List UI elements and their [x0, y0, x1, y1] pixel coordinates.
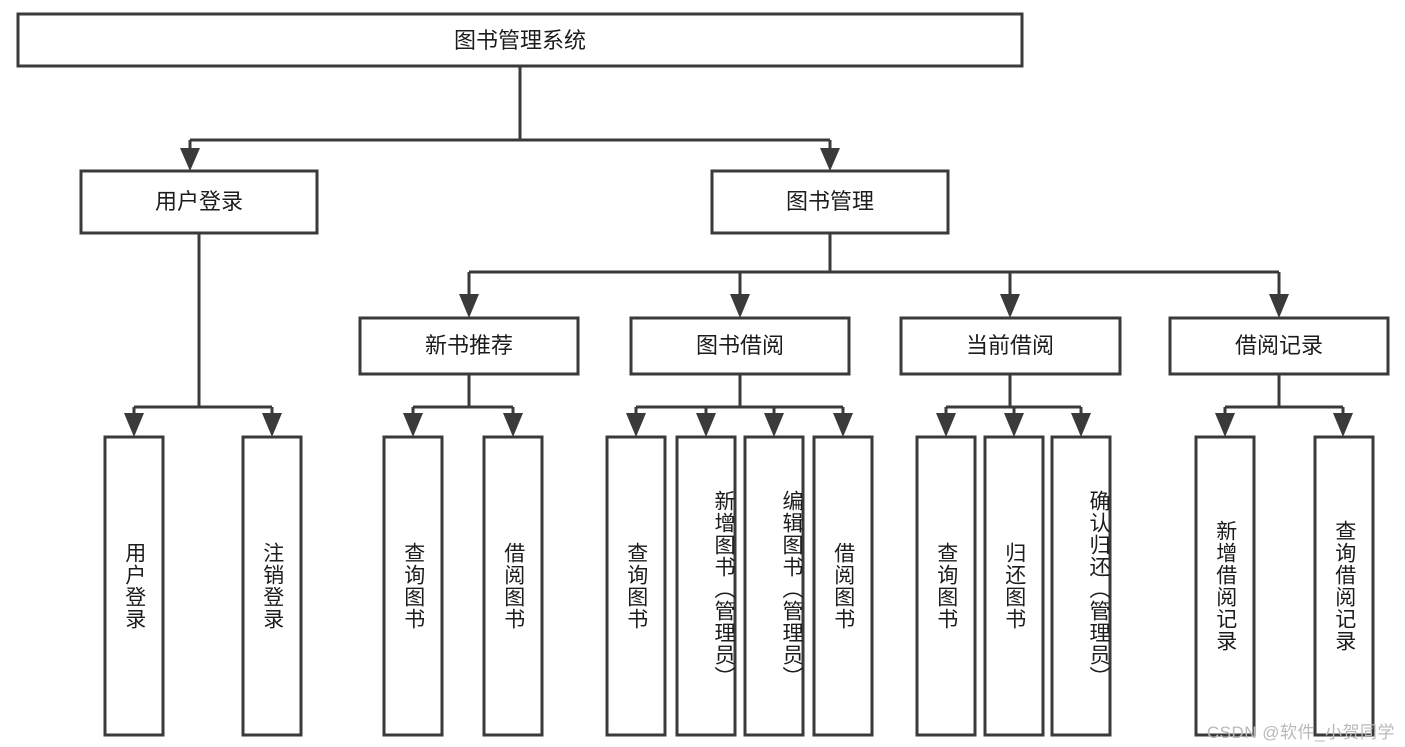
leaf-box[interactable] — [103, 435, 165, 737]
borrow-record-label: 借阅记录 — [1235, 333, 1323, 358]
arrowhead-icon — [180, 148, 200, 171]
arrowhead-icon — [503, 413, 523, 437]
arrowhead-icon — [833, 413, 853, 437]
arrowhead-icon — [1269, 294, 1289, 318]
arrowhead-icon — [936, 413, 956, 437]
leaf-box[interactable] — [1313, 435, 1375, 737]
arrowhead-icon — [626, 413, 646, 437]
node-borrow-record[interactable]: 借阅记录 — [1168, 316, 1390, 376]
leaf-box[interactable] — [241, 435, 303, 737]
node-book-management[interactable]: 图书管理 — [710, 169, 950, 235]
root-label: 图书管理系统 — [454, 28, 586, 53]
leaf-box[interactable] — [983, 435, 1045, 737]
leaf-box[interactable] — [1194, 435, 1256, 737]
arrowhead-icon — [403, 413, 423, 437]
arrowhead-icon — [459, 294, 479, 318]
arrowhead-icon — [730, 294, 750, 318]
connector-root-to-level2 — [180, 66, 840, 171]
leaf-box[interactable] — [382, 435, 444, 737]
node-book-borrow[interactable]: 图书借阅 — [629, 316, 851, 376]
node-root[interactable]: 图书管理系统 — [16, 12, 1024, 68]
leaf-box[interactable] — [812, 435, 874, 737]
connector-current-borrow-to-leaves — [936, 374, 1091, 437]
arrowhead-icon — [1071, 413, 1091, 437]
new-book-recommend-label: 新书推荐 — [425, 333, 513, 358]
user-login-box — [79, 169, 319, 235]
leaf-box[interactable] — [675, 435, 737, 737]
arrowhead-icon — [1000, 294, 1020, 318]
arrowhead-icon — [764, 413, 784, 437]
connector-user-login-to-leaves — [124, 233, 282, 437]
arrowhead-icon — [696, 413, 716, 437]
connector-new-book-recommend-to-leaves — [403, 374, 523, 437]
node-current-borrow[interactable]: 当前借阅 — [899, 316, 1122, 376]
current-borrow-box — [899, 316, 1122, 376]
arrowhead-icon — [1215, 413, 1235, 437]
current-borrow-label: 当前借阅 — [966, 333, 1054, 358]
user-login-label: 用户登录 — [155, 189, 243, 214]
arrowhead-icon — [124, 413, 144, 437]
book-management-label: 图书管理 — [786, 189, 874, 214]
arrowhead-icon — [1333, 413, 1353, 437]
arrowhead-icon — [262, 413, 282, 437]
leaf-box[interactable] — [482, 435, 544, 737]
arrowhead-icon — [1004, 413, 1024, 437]
leaf-box[interactable] — [1050, 435, 1112, 737]
new-book-recommend-box — [358, 316, 580, 376]
leaf-box[interactable] — [743, 435, 805, 737]
book-borrow-label: 图书借阅 — [696, 333, 784, 358]
leaf-box[interactable] — [915, 435, 977, 737]
node-user-login[interactable]: 用户登录 — [79, 169, 319, 235]
csdn-watermark: CSDN @软件_小贺同学 — [1206, 723, 1395, 742]
arrowhead-icon — [820, 148, 840, 171]
node-new-book-recommend[interactable]: 新书推荐 — [358, 316, 580, 376]
connector-book-borrow-to-leaves — [626, 374, 853, 437]
connector-borrow-record-to-leaves — [1215, 374, 1353, 437]
leaf-box[interactable] — [605, 435, 667, 737]
root-box — [16, 12, 1024, 68]
connector-book-management-to-level3 — [459, 233, 1289, 318]
